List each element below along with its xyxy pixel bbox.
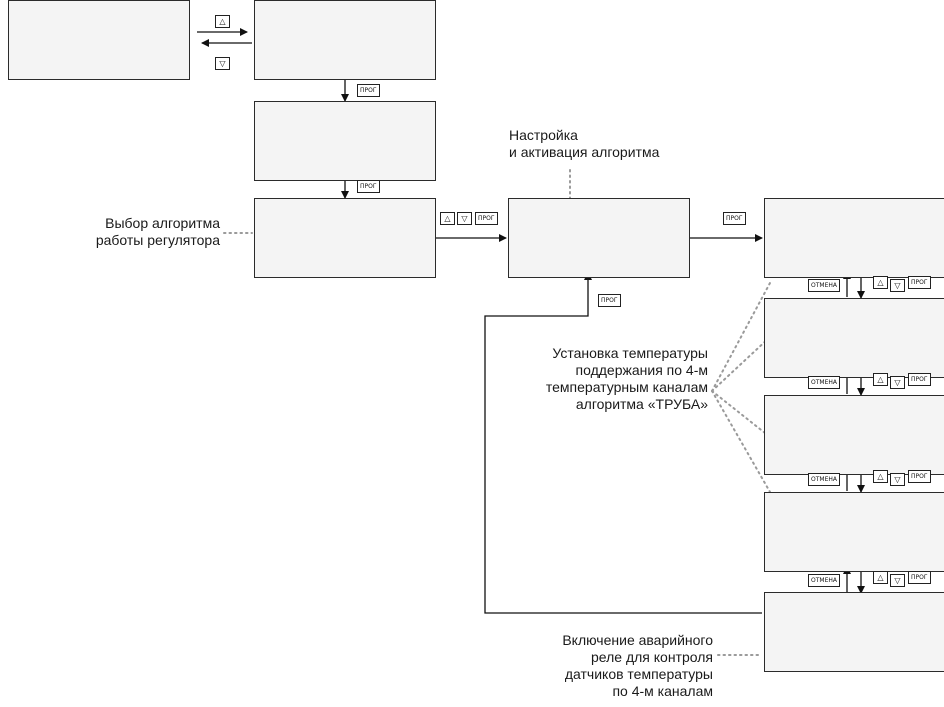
prog-button[interactable]: ПРОГ: [357, 84, 380, 97]
lcd-screen-algorithm-setup: [508, 198, 690, 278]
caption-temperature-setpoint: Установка температуры поддержания по 4-м…: [545, 345, 708, 412]
caption-algorithm-select: Выбор алгоритма работы регулятора: [95, 215, 220, 248]
up-button[interactable]: △: [440, 212, 455, 225]
down-button[interactable]: ▽: [215, 57, 230, 70]
prog-button[interactable]: ПРОГ: [475, 212, 498, 225]
prog-button[interactable]: ПРОГ: [908, 276, 931, 289]
leader-lines: [223, 169, 771, 656]
down-button[interactable]: ▽: [890, 376, 905, 389]
prog-button[interactable]: ПРОГ: [908, 470, 931, 483]
down-button[interactable]: ▽: [890, 473, 905, 486]
prog-button[interactable]: ПРОГ: [598, 294, 621, 307]
up-button[interactable]: △: [873, 373, 888, 386]
lcd-screen-alarm-relay: [764, 592, 944, 672]
lcd-screen-channel-3: [764, 395, 944, 475]
prog-button[interactable]: ПРОГ: [723, 212, 746, 225]
down-button[interactable]: ▽: [890, 279, 905, 292]
lcd-screen-main-1: [8, 0, 190, 80]
cancel-button[interactable]: ОТМЕНА: [808, 376, 840, 389]
return-loop: [484, 272, 762, 614]
up-button[interactable]: △: [873, 470, 888, 483]
cancel-button[interactable]: ОТМЕНА: [808, 279, 840, 292]
lcd-screen-channel-2: [764, 298, 944, 378]
lcd-screen-channel-4: [764, 492, 944, 572]
cancel-button[interactable]: ОТМЕНА: [808, 473, 840, 486]
lcd-screen-programming: [254, 101, 436, 181]
up-button[interactable]: △: [873, 276, 888, 289]
caption-alarm-relay: Включение аварийного реле для контроля д…: [562, 632, 713, 699]
up-button[interactable]: △: [873, 571, 888, 584]
prog-button[interactable]: ПРОГ: [908, 571, 931, 584]
prog-button[interactable]: ПРОГ: [908, 373, 931, 386]
lcd-screen-main-2: [254, 0, 436, 80]
up-button[interactable]: △: [215, 15, 230, 28]
lcd-screen-algorithm-select: [254, 198, 436, 278]
down-button[interactable]: ▽: [890, 574, 905, 587]
prog-button[interactable]: ПРОГ: [357, 180, 380, 193]
cancel-button[interactable]: ОТМЕНА: [808, 574, 840, 587]
caption-setup: Настройка и активация алгоритма: [509, 127, 660, 160]
down-button[interactable]: ▽: [457, 212, 472, 225]
lcd-screen-channel-1: [764, 198, 944, 278]
